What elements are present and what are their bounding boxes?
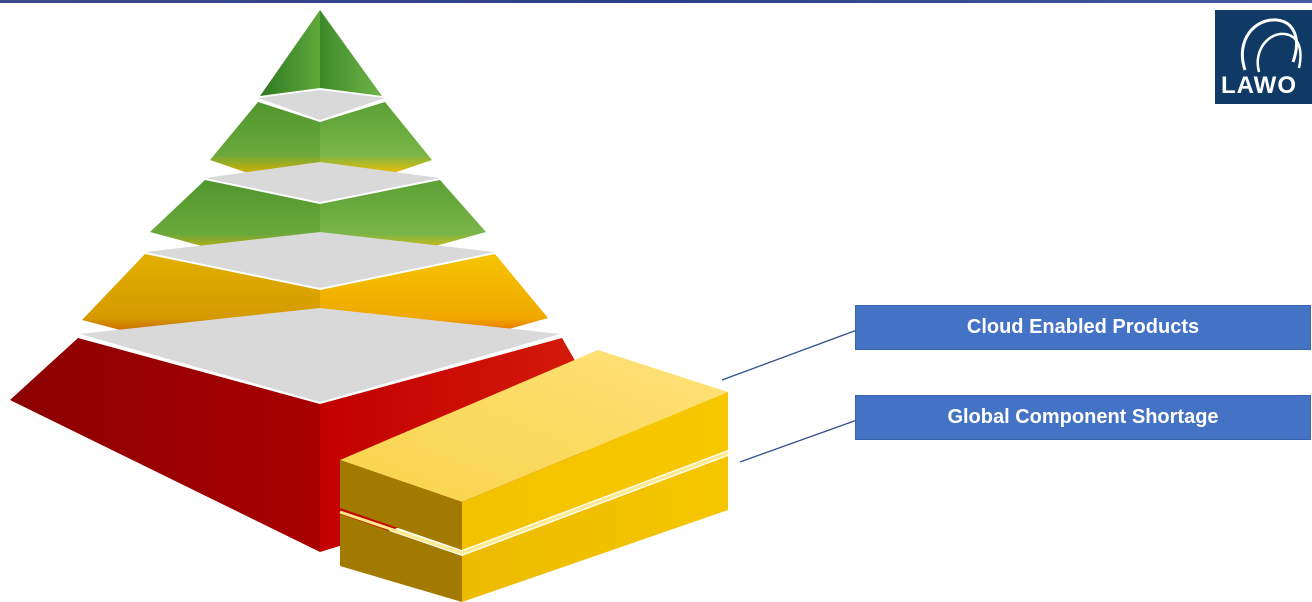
top-band <box>0 0 1312 3</box>
pyramid-separator-4 <box>80 308 560 402</box>
logo-text: LAWO <box>1221 72 1297 99</box>
pyramid-separator-1 <box>258 90 385 120</box>
lawo-swoosh-icon <box>1240 18 1302 73</box>
yellow-block-top-layer <box>340 350 728 550</box>
pyramid-tier-1 <box>260 10 382 96</box>
pyramid-separator-3 <box>145 232 495 288</box>
callout-cloud-enabled-products: Cloud Enabled Products <box>855 305 1311 350</box>
connector-line-1 <box>721 329 858 381</box>
callout-global-component-shortage: Global Component Shortage <box>855 395 1311 440</box>
yellow-block-bottom-layer <box>339 451 729 602</box>
lawo-logo: LAWO <box>1215 10 1312 104</box>
callout-label: Cloud Enabled Products <box>966 316 1200 338</box>
pyramid-separator-2 <box>205 162 440 202</box>
connector-line-2 <box>739 419 858 463</box>
callout-label: Global Component Shortage <box>947 406 1219 428</box>
